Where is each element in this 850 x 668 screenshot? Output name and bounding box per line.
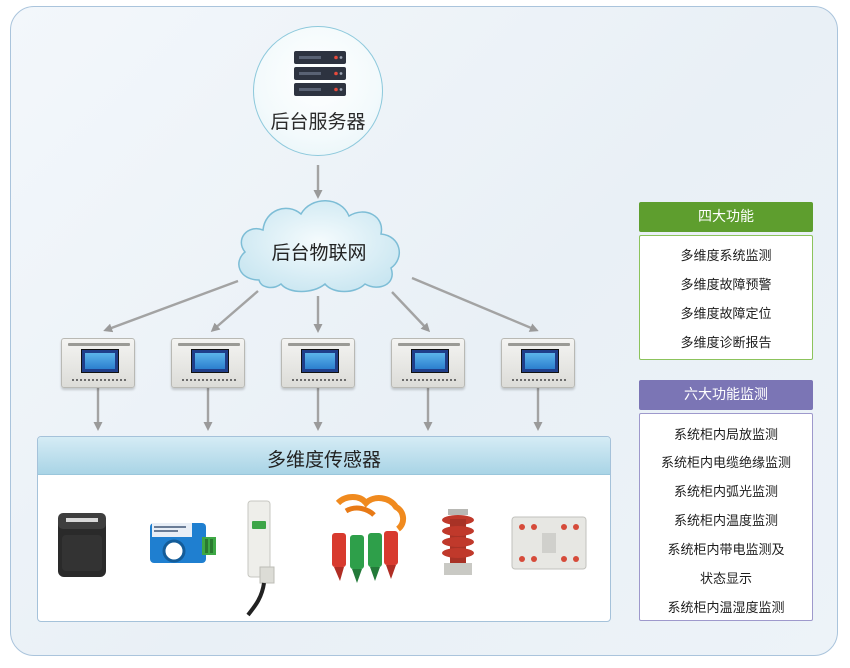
list-item: 多维度故障定位 [680, 307, 772, 322]
cloud-node: 后台物联网 [229, 192, 409, 296]
panel-four-functions: 多维度系统监测 多维度故障预警 多维度故障定位 多维度诊断报告 [639, 235, 813, 360]
server-rack-icon [294, 51, 346, 96]
server-label: 后台服务器 [270, 111, 366, 133]
list-item: 多维度故障预警 [680, 278, 772, 293]
list-item: 多维度诊断报告 [680, 336, 772, 351]
colored-clamp-sensors-icon [332, 494, 406, 583]
list-item: 系统柜内温湿度监测 [667, 601, 785, 616]
monitoring-device-2 [171, 338, 245, 388]
list-item: 系统柜内局放监测 [673, 428, 778, 443]
panel-six-functions-title: 六大功能监测 [639, 380, 813, 410]
sensor-title: 多维度传感器 [266, 449, 381, 471]
list-item: 系统柜内弧光监测 [673, 485, 778, 500]
panel-four-functions-title: 四大功能 [639, 202, 813, 232]
sensor-header: 多维度传感器 [38, 437, 610, 475]
monitoring-device-4 [391, 338, 465, 388]
arrow-cloud-to-controller-4 [391, 291, 431, 333]
arrow-cloud-to-controller-2 [210, 290, 259, 332]
list-item: 多维度系统监测 [680, 249, 772, 264]
white-probe-sensor-icon [246, 500, 275, 617]
list-item: 系统柜内带电监测及 [667, 543, 785, 558]
blue-current-transformer-icon [150, 523, 216, 563]
panel-six-functions: 系统柜内局放监测 系统柜内电缆绝缘监测 系统柜内弧光监测 系统柜内温度监测 系统… [639, 413, 813, 621]
cloud-label: 后台物联网 [271, 242, 367, 264]
list-item: 系统柜内温度监测 [673, 514, 778, 529]
red-insulator-sensor-icon [442, 509, 474, 575]
cloud-icon [238, 200, 401, 293]
monitoring-device-3 [281, 338, 355, 388]
monitoring-device-1 [61, 338, 135, 388]
server-node: 后台服务器 [253, 26, 383, 156]
arrow-cloud-to-controller-1 [103, 279, 239, 333]
sensor-panel: 多维度传感器 [37, 436, 611, 622]
monitoring-device-5 [501, 338, 575, 388]
list-item: 系统柜内电缆绝缘监测 [660, 456, 791, 471]
white-terminal-module-icon [511, 516, 587, 570]
list-item: 状态显示 [699, 572, 752, 587]
arrow-cloud-to-controller-5 [411, 276, 539, 332]
black-sensor-module-icon [58, 513, 106, 577]
